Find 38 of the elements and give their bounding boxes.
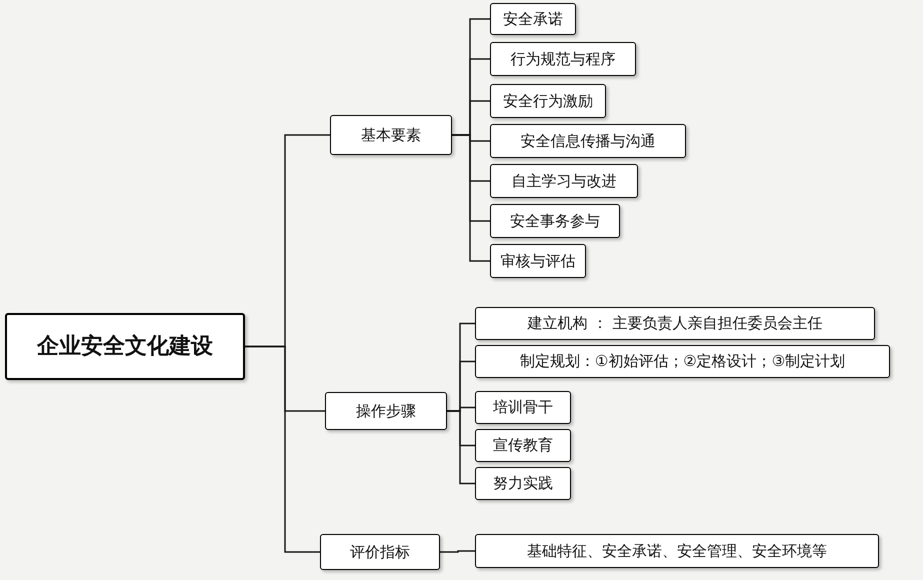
- topic-box: [330, 115, 452, 155]
- root-topic-box: [5, 313, 245, 380]
- topic-text: 培训骨干: [493, 397, 553, 418]
- topic-text: 企业安全文化建设: [37, 332, 213, 361]
- topic-text: 安全信息传播与沟通: [520, 130, 656, 152]
- connector-line: [245, 346, 320, 553]
- topic-text: 宣传教育: [493, 435, 553, 456]
- topic-text: 操作步骤: [356, 400, 416, 422]
- connector-line: [452, 134, 490, 262]
- topic-text: 行为规范与程序: [510, 48, 616, 70]
- connector-line: [440, 550, 475, 553]
- topic-box: [490, 84, 606, 118]
- topic-box: [475, 307, 875, 340]
- topic-text: 安全行为激励: [503, 90, 593, 112]
- topic-box: [320, 534, 440, 570]
- topic-text: 基本要素: [361, 124, 421, 146]
- topic-text: 审核与评估: [500, 250, 576, 272]
- topic-box: [475, 429, 571, 462]
- topic-box: [325, 392, 447, 430]
- topic-text: 安全承诺: [503, 8, 563, 30]
- topic-box: [490, 164, 638, 198]
- topic-box: [490, 124, 686, 158]
- topic-box: [490, 42, 636, 76]
- topic-text: 制定规划：①初始评估；②定格设计；③制定计划: [520, 351, 846, 372]
- topic-text: 努力实践: [493, 473, 553, 494]
- topic-text: 自主学习与改进: [512, 170, 616, 192]
- topic-text: 安全事务参与: [510, 210, 600, 232]
- topic-box: [475, 467, 571, 500]
- topic-text: 建立机构 ： 主要负责人亲自担任委员会主任: [528, 313, 822, 334]
- topic-box: [490, 244, 586, 278]
- topic-box: [475, 345, 890, 378]
- topic-box: [490, 3, 576, 35]
- topic-box: [475, 391, 571, 424]
- topic-box: [475, 534, 879, 568]
- topic-text: 评价指标: [350, 542, 410, 563]
- connector-line: [447, 410, 475, 484]
- topic-box: [490, 204, 620, 238]
- topic-text: 基础特征、安全承诺、安全管理、安全环境等: [527, 540, 827, 562]
